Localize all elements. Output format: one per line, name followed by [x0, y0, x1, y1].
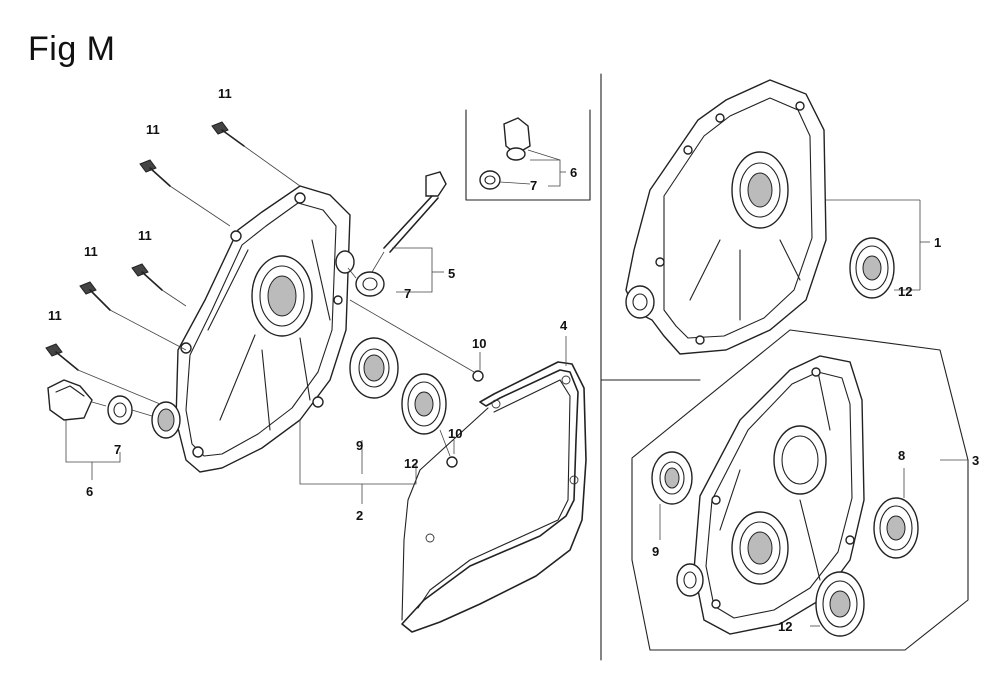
crankcase-cover-main [151, 185, 355, 473]
label-10-b: 10 [448, 426, 462, 441]
label-1: 1 [934, 235, 941, 250]
label-10-a: 10 [472, 336, 486, 351]
part-labels: 11 11 11 11 11 7 6 7 5 10 10 9 12 2 4 7 … [48, 86, 979, 634]
bolt-11-b [139, 159, 171, 187]
bolt-11-a [211, 121, 245, 147]
crankcase-part3 [651, 355, 968, 637]
label-6-left: 6 [86, 484, 93, 499]
label-4: 4 [560, 318, 568, 333]
label-9-right: 9 [652, 544, 659, 559]
inset-gauge [479, 117, 561, 190]
label-2: 2 [356, 508, 363, 523]
oil-gauge-assembly [347, 171, 447, 297]
label-5: 5 [448, 266, 455, 281]
label-7-left: 7 [114, 442, 121, 457]
bolts-group [45, 121, 301, 405]
label-3: 3 [972, 453, 979, 468]
label-12-bottom: 12 [778, 619, 792, 634]
label-11-b: 11 [146, 122, 160, 137]
bolt-11-c [131, 263, 163, 291]
label-11-d: 11 [84, 244, 98, 259]
label-11-a: 11 [218, 86, 232, 101]
label-12-top: 12 [898, 284, 912, 299]
part3-frame [631, 329, 969, 651]
label-8: 8 [898, 448, 905, 463]
label-9-left: 9 [356, 438, 363, 453]
bolt-11-e [45, 343, 79, 371]
seal-bearing-left [349, 299, 484, 468]
crankcase-part1 [625, 79, 930, 355]
figure-title: Fig M [28, 30, 116, 68]
label-11-c: 11 [138, 228, 152, 243]
frame-lines [465, 73, 969, 661]
gasket [401, 361, 587, 633]
label-12-left: 12 [404, 456, 418, 471]
label-7-gauge: 7 [404, 286, 411, 301]
inset-box [465, 109, 591, 201]
label-6-inset: 6 [570, 165, 577, 180]
label-7-inset: 7 [530, 178, 537, 193]
label-11-e: 11 [48, 308, 62, 323]
bolt-11-d [79, 281, 111, 311]
drain-plug-assembly [47, 379, 153, 425]
group-brackets [65, 159, 567, 504]
